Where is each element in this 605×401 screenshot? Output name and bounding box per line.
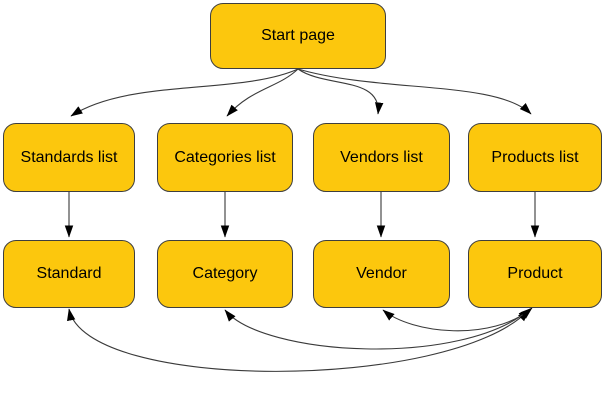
arrow-product-vendor-two-way [382, 307, 533, 332]
node-products-list: Products list [468, 123, 602, 192]
node-vendors-list: Vendors list [313, 123, 450, 192]
node-product: Product [468, 240, 602, 308]
arrow-product-standard-two-way [67, 308, 530, 372]
arrow-start-to-standards-list [70, 68, 299, 117]
node-start-page: Start page [210, 3, 386, 69]
arrow-start-to-products-list [297, 68, 532, 115]
node-standard: Standard [3, 240, 135, 308]
node-standards-list: Standards list [3, 123, 135, 192]
arrow-start-to-categories-list [226, 68, 299, 117]
arrow-start-to-vendors-list [297, 68, 384, 115]
node-vendor: Vendor [313, 240, 450, 308]
node-categories-list: Categories list [157, 123, 293, 192]
arrow-product-category-two-way [224, 308, 531, 350]
node-category: Category [157, 240, 293, 308]
